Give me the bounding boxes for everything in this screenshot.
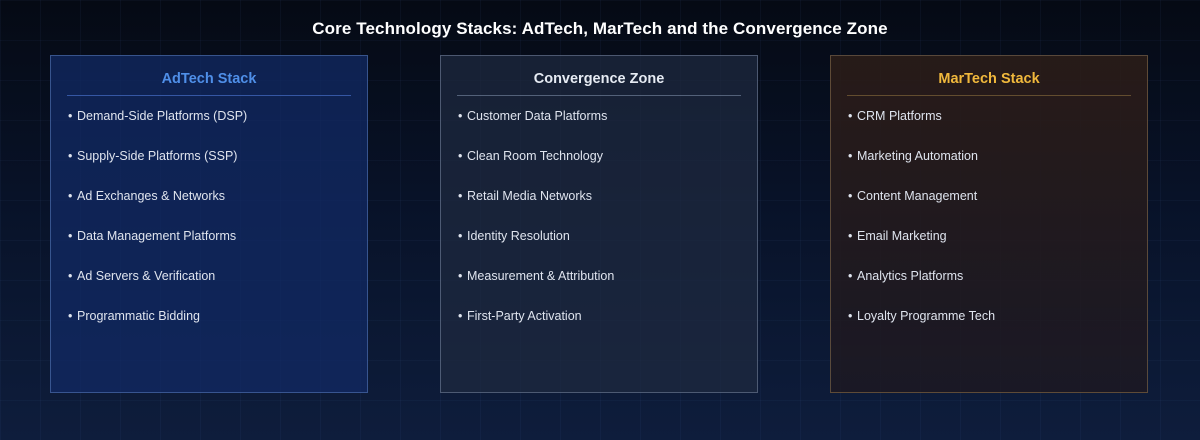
- list-item: •Measurement & Attribution: [458, 269, 615, 283]
- list-item: •CRM Platforms: [848, 109, 942, 123]
- list-item: •Ad Servers & Verification: [68, 269, 216, 283]
- martech-item-list: •CRM Platforms •Marketing Automation •Co…: [848, 108, 995, 348]
- list-item: •Programmatic Bidding: [68, 309, 200, 323]
- diagram-title: Core Technology Stacks: AdTech, MarTech …: [312, 19, 888, 38]
- list-item: •Data Management Platforms: [68, 229, 237, 243]
- bullet-icon: •: [68, 309, 73, 323]
- bullet-icon: •: [848, 189, 853, 203]
- bullet-icon: •: [848, 229, 853, 243]
- bullet-icon: •: [458, 109, 463, 123]
- bullet-icon: •: [458, 189, 463, 203]
- list-item: •First-Party Activation: [458, 309, 582, 323]
- bullet-icon: •: [68, 189, 73, 203]
- adtech-stack-panel: AdTech Stack •Demand-Side Platforms (DSP…: [50, 55, 368, 393]
- list-item: •Customer Data Platforms: [458, 109, 608, 123]
- bullet-icon: •: [68, 269, 73, 283]
- convergence-heading: Convergence Zone: [533, 71, 665, 87]
- list-item: •Identity Resolution: [458, 229, 570, 243]
- adtech-divider: [67, 95, 351, 96]
- list-item: •Demand-Side Platforms (DSP): [68, 109, 248, 123]
- martech-divider: [847, 95, 1131, 96]
- convergence-item-list: •Customer Data Platforms •Clean Room Tec…: [458, 108, 614, 348]
- list-item: •Supply-Side Platforms (SSP): [68, 149, 238, 163]
- list-item: •Retail Media Networks: [458, 189, 593, 203]
- martech-heading: MarTech Stack: [938, 71, 1040, 87]
- bullet-icon: •: [848, 309, 853, 323]
- list-item: •Loyalty Programme Tech: [848, 309, 996, 323]
- martech-stack-panel: MarTech Stack •CRM Platforms •Marketing …: [830, 55, 1148, 393]
- adtech-item-list: •Demand-Side Platforms (DSP) •Supply-Sid…: [68, 108, 247, 348]
- bullet-icon: •: [848, 269, 853, 283]
- list-item: •Ad Exchanges & Networks: [68, 189, 225, 203]
- list-item: •Content Management: [848, 189, 978, 203]
- list-item: •Email Marketing: [848, 229, 947, 243]
- bullet-icon: •: [68, 229, 73, 243]
- list-item: •Marketing Automation: [848, 149, 978, 163]
- bullet-icon: •: [458, 229, 463, 243]
- bullet-icon: •: [848, 109, 853, 123]
- bullet-icon: •: [68, 149, 73, 163]
- bullet-icon: •: [458, 269, 463, 283]
- list-item: •Analytics Platforms: [848, 269, 964, 283]
- bullet-icon: •: [458, 149, 463, 163]
- bullet-icon: •: [68, 109, 73, 123]
- convergence-divider: [457, 95, 741, 96]
- bullet-icon: •: [848, 149, 853, 163]
- bullet-icon: •: [458, 309, 463, 323]
- convergence-zone-panel: Convergence Zone •Customer Data Platform…: [440, 55, 758, 393]
- list-item: •Clean Room Technology: [458, 149, 603, 163]
- adtech-heading: AdTech Stack: [161, 71, 257, 87]
